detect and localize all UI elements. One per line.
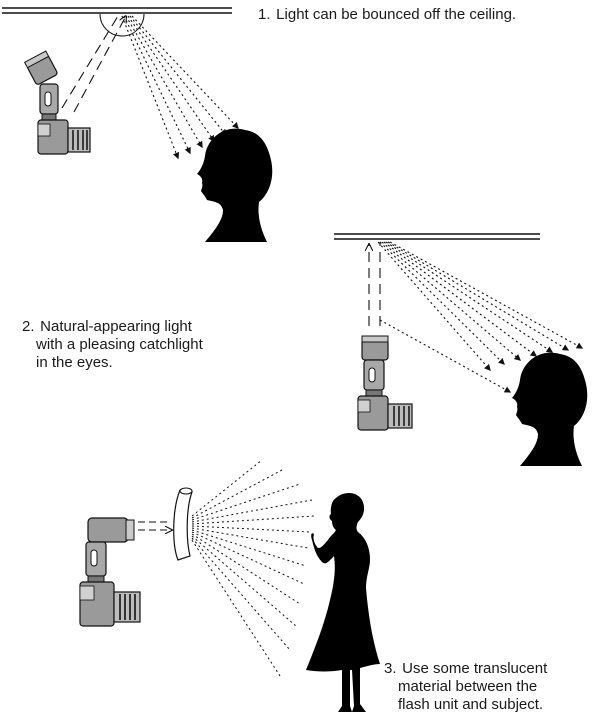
ceiling-line-icon — [2, 8, 232, 36]
caption-number: 2. — [22, 318, 36, 336]
camera-with-flash-icon — [80, 518, 140, 626]
caption-line: Use some translucent — [402, 660, 547, 677]
caption-number: 3. — [384, 660, 398, 678]
camera-with-flash-icon — [25, 51, 90, 154]
caption-line: Light can be bounced off the ceiling. — [276, 6, 516, 23]
caption-line: flash unit and subject. — [384, 696, 614, 714]
woman-head-silhouette-icon — [512, 353, 587, 466]
caption-natural-light: 2. Natural-appearing light with a pleasi… — [22, 318, 262, 372]
scene-3-translucent — [80, 460, 380, 712]
caption-line: with a pleasing catchlight — [22, 336, 262, 354]
scene-2-natural — [334, 234, 587, 466]
caption-number: 1. — [258, 6, 272, 24]
woman-standing-silhouette-icon — [306, 493, 380, 712]
camera-with-flash-icon — [358, 336, 412, 430]
caption-line: in the eyes. — [22, 354, 262, 372]
scene-1-bounce — [2, 8, 272, 242]
caption-translucent-material: 3. Use some translucent material between… — [384, 660, 614, 714]
caption-line: material between the — [384, 678, 614, 696]
caption-line: Natural-appearing light — [40, 318, 192, 335]
caption-bounce-ceiling: 1. Light can be bounced off the ceiling. — [258, 6, 614, 24]
translucent-diffuser-icon — [174, 488, 192, 560]
ceiling-line-icon — [334, 234, 540, 239]
woman-head-silhouette-icon — [197, 129, 272, 242]
